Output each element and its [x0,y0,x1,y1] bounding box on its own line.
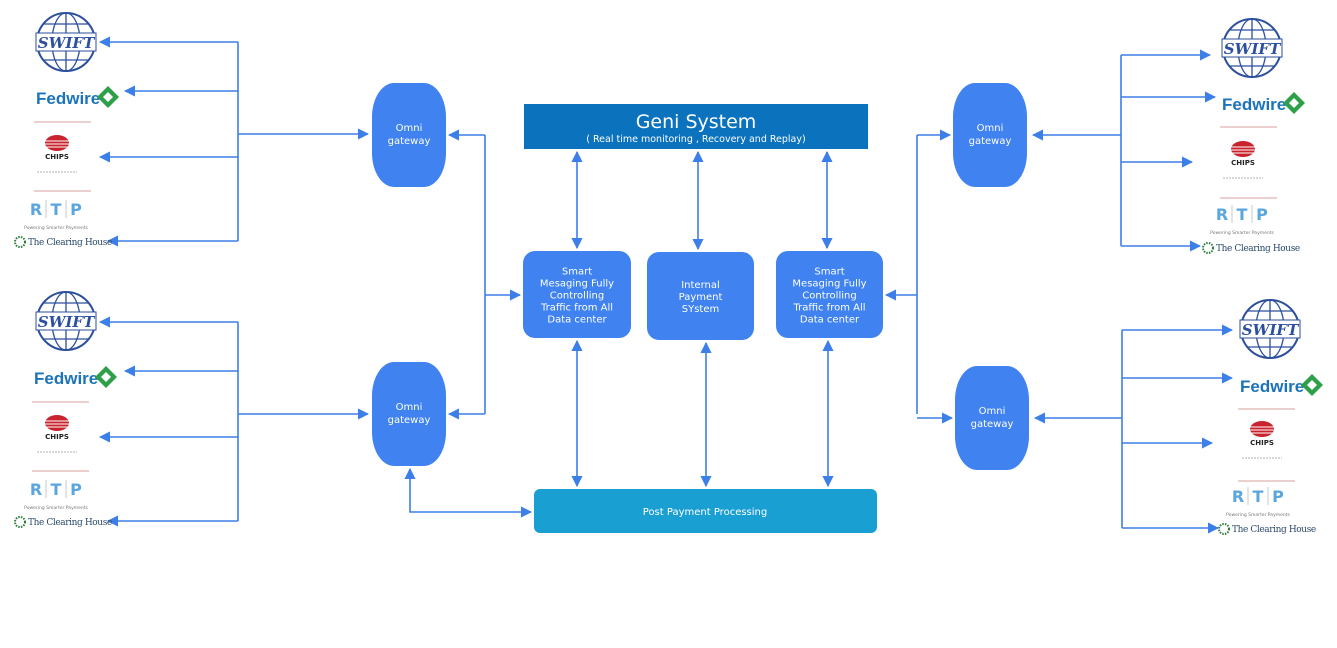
gateway-label: Omni [977,123,1004,134]
swift-logo: SWIFT [35,291,97,351]
svg-text:CHIPS: CHIPS [1250,439,1274,447]
the-clearing-house-logo: The Clearing House [1218,523,1316,535]
chips-logo: CHIPS [1242,421,1282,459]
svg-text:Powering Smarter Payments: Powering Smarter Payments [1226,512,1290,518]
smart-messaging-left-box-label: Data center [547,315,607,326]
svg-text:The Clearing House: The Clearing House [1232,525,1316,535]
svg-text:The Clearing House: The Clearing House [28,518,112,528]
gateway-label: Omni [979,406,1006,417]
svg-text:CHIPS: CHIPS [45,153,69,161]
swift-logo: SWIFT [35,12,97,72]
smart-messaging-left-box-label: Controlling [550,291,604,302]
fedwire-logo: Fedwire [1222,92,1305,114]
svg-text:P: P [1272,487,1284,506]
svg-text:T: T [51,480,62,499]
the-clearing-house-logo: The Clearing House [14,236,112,248]
svg-text:R: R [30,480,42,499]
smart-messaging-left-box-label: Smart [562,267,592,278]
gateway-label: Omni [396,123,423,134]
geni-title: Geni System [636,111,757,133]
smart-messaging-left-box[interactable] [523,251,631,338]
connector-arrow [404,467,533,518]
svg-text:Fedwire: Fedwire [1240,377,1304,396]
chips-logo: CHIPS [37,415,77,453]
svg-text:R: R [30,200,42,219]
svg-text:SWIFT: SWIFT [1224,40,1282,58]
internal-payment-system-box-label: Internal [681,280,720,291]
gateway-label: gateway [969,136,1012,147]
svg-text:P: P [70,200,82,219]
the-clearing-house-logo: The Clearing House [14,516,112,528]
svg-text:CHIPS: CHIPS [45,433,69,441]
smart-messaging-right-box-label: Data center [800,315,860,326]
smart-messaging-left-box-label: Traffic from All [540,303,613,314]
swift-logo: SWIFT [1239,299,1301,359]
svg-text:SWIFT: SWIFT [38,313,96,331]
omni-gateway-right-top[interactable] [953,83,1027,187]
fedwire-logo: Fedwire [36,86,119,108]
svg-text:Powering Smarter Payments: Powering Smarter Payments [1210,230,1274,236]
smart-messaging-right-box-label: Controlling [802,291,856,302]
the-clearing-house-logo: The Clearing House [1202,242,1300,254]
svg-text:P: P [70,480,82,499]
gateway-label: gateway [388,415,431,426]
svg-text:Fedwire: Fedwire [34,369,98,388]
smart-messaging-left-box-label: Mesaging Fully [540,279,614,290]
svg-text:Powering Smarter Payments: Powering Smarter Payments [24,225,88,231]
internal-payment-system-box[interactable] [647,252,754,340]
svg-text:Fedwire: Fedwire [1222,95,1286,114]
svg-text:T: T [51,200,62,219]
post-payment-processing-box[interactable] [534,489,877,533]
geni-subtitle: ( Real time monitoring , Recovery and Re… [586,134,805,145]
omni-gateway-left-bottom[interactable] [372,362,446,466]
svg-text:CHIPS: CHIPS [1231,159,1255,167]
svg-text:P: P [1256,205,1268,224]
svg-text:T: T [1253,487,1264,506]
internal-payment-system-box-label: SYstem [682,304,719,315]
svg-text:SWIFT: SWIFT [1242,321,1300,339]
svg-text:Fedwire: Fedwire [36,89,100,108]
gateway-label: Omni [396,402,423,413]
geni-system-box[interactable] [524,104,868,149]
svg-text:T: T [1237,205,1248,224]
chips-logo: CHIPS [37,135,77,173]
smart-messaging-right-box-label: Traffic from All [792,303,865,314]
fedwire-logo: Fedwire [1240,374,1323,396]
svg-text:R: R [1216,205,1228,224]
svg-text:Powering Smarter Payments: Powering Smarter Payments [24,505,88,511]
svg-text:SWIFT: SWIFT [38,34,96,52]
omni-gateway-right-bottom[interactable] [955,366,1029,470]
internal-payment-system-box-label: Payment [679,292,723,303]
svg-text:R: R [1232,487,1244,506]
gateway-label: gateway [388,136,431,147]
smart-messaging-right-box[interactable] [776,251,883,338]
smart-messaging-right-box-label: Mesaging Fully [792,279,866,290]
svg-text:The Clearing House: The Clearing House [1216,244,1300,254]
swift-logo: SWIFT [1221,18,1283,78]
svg-text:The Clearing House: The Clearing House [28,238,112,248]
gateway-label: gateway [971,419,1014,430]
fedwire-logo: Fedwire [34,366,117,388]
smart-messaging-right-box-label: Smart [814,267,844,278]
omni-gateway-left-top[interactable] [372,83,446,187]
post-payment-label: Post Payment Processing [643,507,767,518]
chips-logo: CHIPS [1223,141,1263,179]
